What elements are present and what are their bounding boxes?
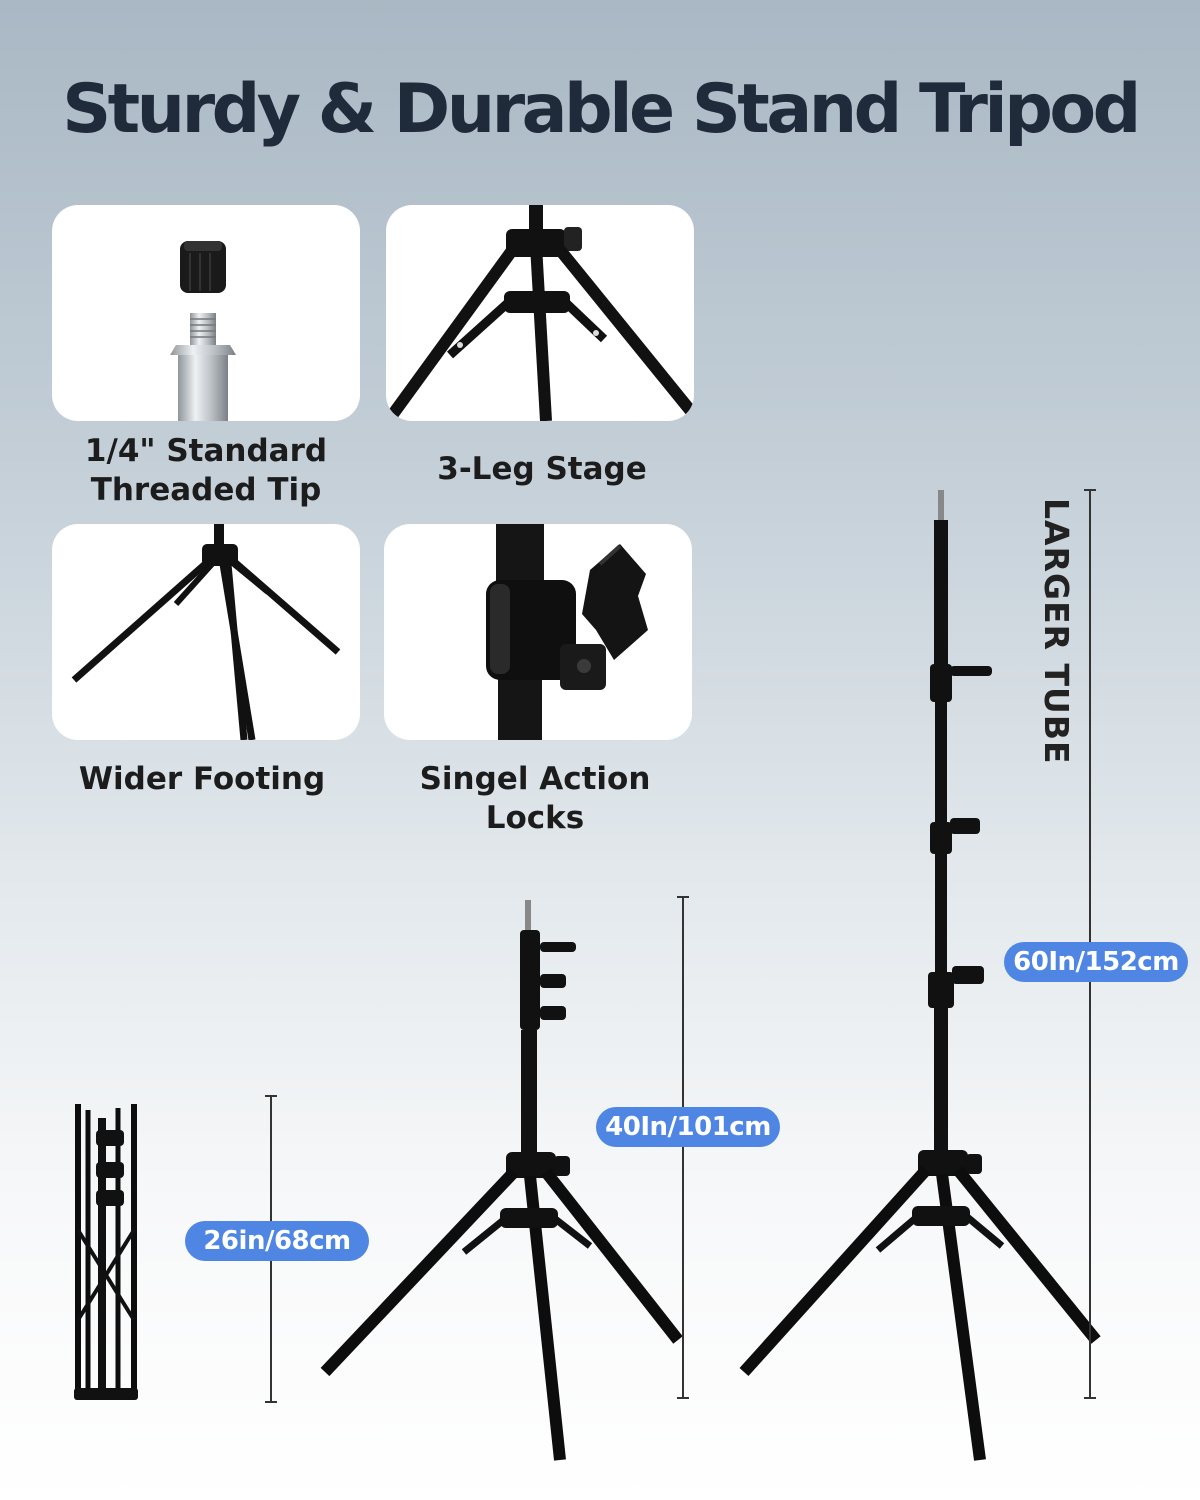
medium-tripod-image [320, 900, 683, 1461]
height-badge-folded: 26in/68cm [185, 1221, 369, 1261]
action-lock-image [486, 524, 648, 740]
feature-card-leg-stage [386, 205, 694, 421]
leg-stage-image [386, 205, 694, 421]
caption-leg-stage: 3-Leg Stage [437, 451, 647, 487]
wider-footing-image [71, 524, 341, 740]
feature-card-threaded-tip [52, 205, 360, 421]
larger-tube-label: LARGER TUBE [1037, 498, 1076, 765]
feature-card-wider-footing [52, 524, 360, 740]
caption-threaded-tip: 1/4" Standard Threaded Tip [84, 433, 328, 508]
threaded-tip-image [170, 241, 236, 421]
page-title: Sturdy & Durable Stand Tripod [62, 70, 1141, 149]
feature-card-action-locks [384, 524, 692, 740]
caption-action-locks: Singel Action Locks [419, 761, 651, 836]
full-tripod-image [739, 490, 1101, 1461]
folded-tripod-image [74, 1104, 138, 1400]
caption-wider-footing: Wider Footing [78, 761, 326, 797]
height-badge-full: 60In/152cm [1004, 942, 1188, 982]
height-measure-medium [677, 896, 689, 1399]
height-badge-medium: 40In/101cm [596, 1107, 780, 1147]
